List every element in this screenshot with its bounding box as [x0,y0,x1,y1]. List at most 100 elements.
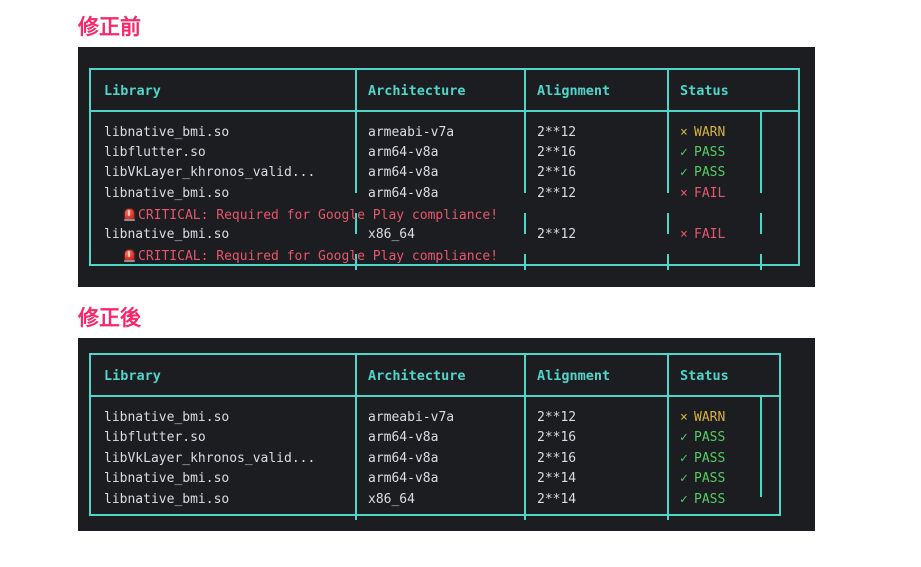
column-header-library: Library [104,83,161,99]
status-mark-icon: ✓ [680,145,688,160]
cell-architecture: arm64-v8a [368,430,439,445]
critical-note: CRITICAL: Required for Google Play compl… [123,249,498,263]
cell-alignment: 2**14 [537,471,577,486]
column-header-library: Library [104,368,161,384]
header-separator [89,395,781,397]
column-divider-1-body-b [355,213,357,234]
column-header-alignment: Alignment [537,83,611,99]
status-label: PASS [694,492,726,507]
cell-library: libVkLayer_khronos_valid... [104,165,316,180]
status-mark-icon: ✓ [680,165,688,180]
status-badge: ✓ PASS [680,431,725,444]
status-mark-icon: × [680,410,688,425]
inner-right-border-c [760,254,762,270]
cell-library: libnative_bmi.so [104,186,230,201]
cell-alignment: 2**12 [537,125,577,140]
cell-alignment: 2**16 [537,430,577,445]
cell-architecture: arm64-v8a [368,471,439,486]
cell-architecture: arm64-v8a [368,186,439,201]
status-badge: × FAIL [680,187,725,200]
critical-note: CRITICAL: Required for Google Play compl… [123,208,498,222]
cell-alignment: 2**16 [537,145,577,160]
status-mark-icon: ✓ [680,451,688,466]
cell-library: libVkLayer_khronos_valid... [104,451,316,466]
section-title-before: 修正前 [77,15,143,39]
status-mark-icon: ✓ [680,430,688,445]
column-divider-1-body-c [355,254,357,270]
column-divider-3-body-c [667,254,669,270]
inner-right-border-b [760,213,762,234]
status-badge: × FAIL [680,228,725,241]
section-title-after: 修正後 [77,306,143,330]
siren-icon [123,208,137,221]
column-header-status: Status [680,83,729,99]
cell-architecture: x86_64 [368,492,415,507]
status-badge: ✓ PASS [680,472,725,485]
cell-library: libflutter.so [104,430,206,445]
inner-right-border-a [760,112,762,193]
table-before: Library Architecture Alignment Status li… [89,68,800,270]
status-badge: ✓ PASS [680,493,725,506]
cell-architecture: arm64-v8a [368,451,439,466]
column-header-architecture: Architecture [368,83,466,99]
cell-architecture: x86_64 [368,227,415,242]
siren-icon [123,249,137,262]
status-label: WARN [694,410,726,425]
column-header-architecture: Architecture [368,368,466,384]
cell-architecture: arm64-v8a [368,165,439,180]
column-divider-2-body-b [524,213,526,234]
panel-after [78,338,815,531]
column-divider-3-body-a [667,112,669,193]
cell-alignment: 2**12 [537,227,577,242]
column-header-alignment: Alignment [537,368,611,384]
status-mark-icon: ✓ [680,492,688,507]
inner-right-border [760,397,762,497]
column-divider-1 [355,353,357,520]
status-mark-icon: × [680,125,688,140]
column-divider-1-body-a [355,112,357,193]
cell-architecture: armeabi-v7a [368,125,455,140]
cell-architecture: arm64-v8a [368,145,439,160]
status-label: WARN [694,125,726,140]
cell-library: libnative_bmi.so [104,410,230,425]
table-after: Library Architecture Alignment Status li… [89,353,781,520]
column-divider-3-body-b [667,213,669,234]
critical-note-text: CRITICAL: Required for Google Play compl… [138,208,499,223]
status-badge: ✓ PASS [680,166,725,179]
cell-architecture: armeabi-v7a [368,410,455,425]
status-mark-icon: × [680,227,688,242]
status-label: PASS [694,430,726,445]
cell-alignment: 2**16 [537,165,577,180]
cell-alignment: 2**16 [537,451,577,466]
status-mark-icon: × [680,186,688,201]
status-label: FAIL [694,227,726,242]
column-divider-3-header [667,68,669,112]
cell-library: libnative_bmi.so [104,125,230,140]
status-badge: ✓ PASS [680,452,725,465]
cell-alignment: 2**12 [537,410,577,425]
header-separator [89,110,800,112]
status-badge: ✓ PASS [680,146,725,159]
status-label: PASS [694,145,726,160]
column-divider-2-header [524,68,526,112]
cell-library: libflutter.so [104,145,206,160]
status-label: FAIL [694,186,726,201]
status-badge: × WARN [680,126,725,139]
column-divider-2-body-a [524,112,526,193]
status-badge: × WARN [680,411,725,424]
column-divider-1-header [355,68,357,112]
cell-library: libnative_bmi.so [104,471,230,486]
cell-library: libnative_bmi.so [104,492,230,507]
status-label: PASS [694,165,726,180]
status-label: PASS [694,471,726,486]
column-header-status: Status [680,368,729,384]
column-divider-2 [524,353,526,520]
status-label: PASS [694,451,726,466]
cell-alignment: 2**14 [537,492,577,507]
panel-before [78,47,815,287]
critical-note-text: CRITICAL: Required for Google Play compl… [138,249,499,264]
cell-alignment: 2**12 [537,186,577,201]
column-divider-3 [667,353,669,520]
cell-library: libnative_bmi.so [104,227,230,242]
status-mark-icon: ✓ [680,471,688,486]
